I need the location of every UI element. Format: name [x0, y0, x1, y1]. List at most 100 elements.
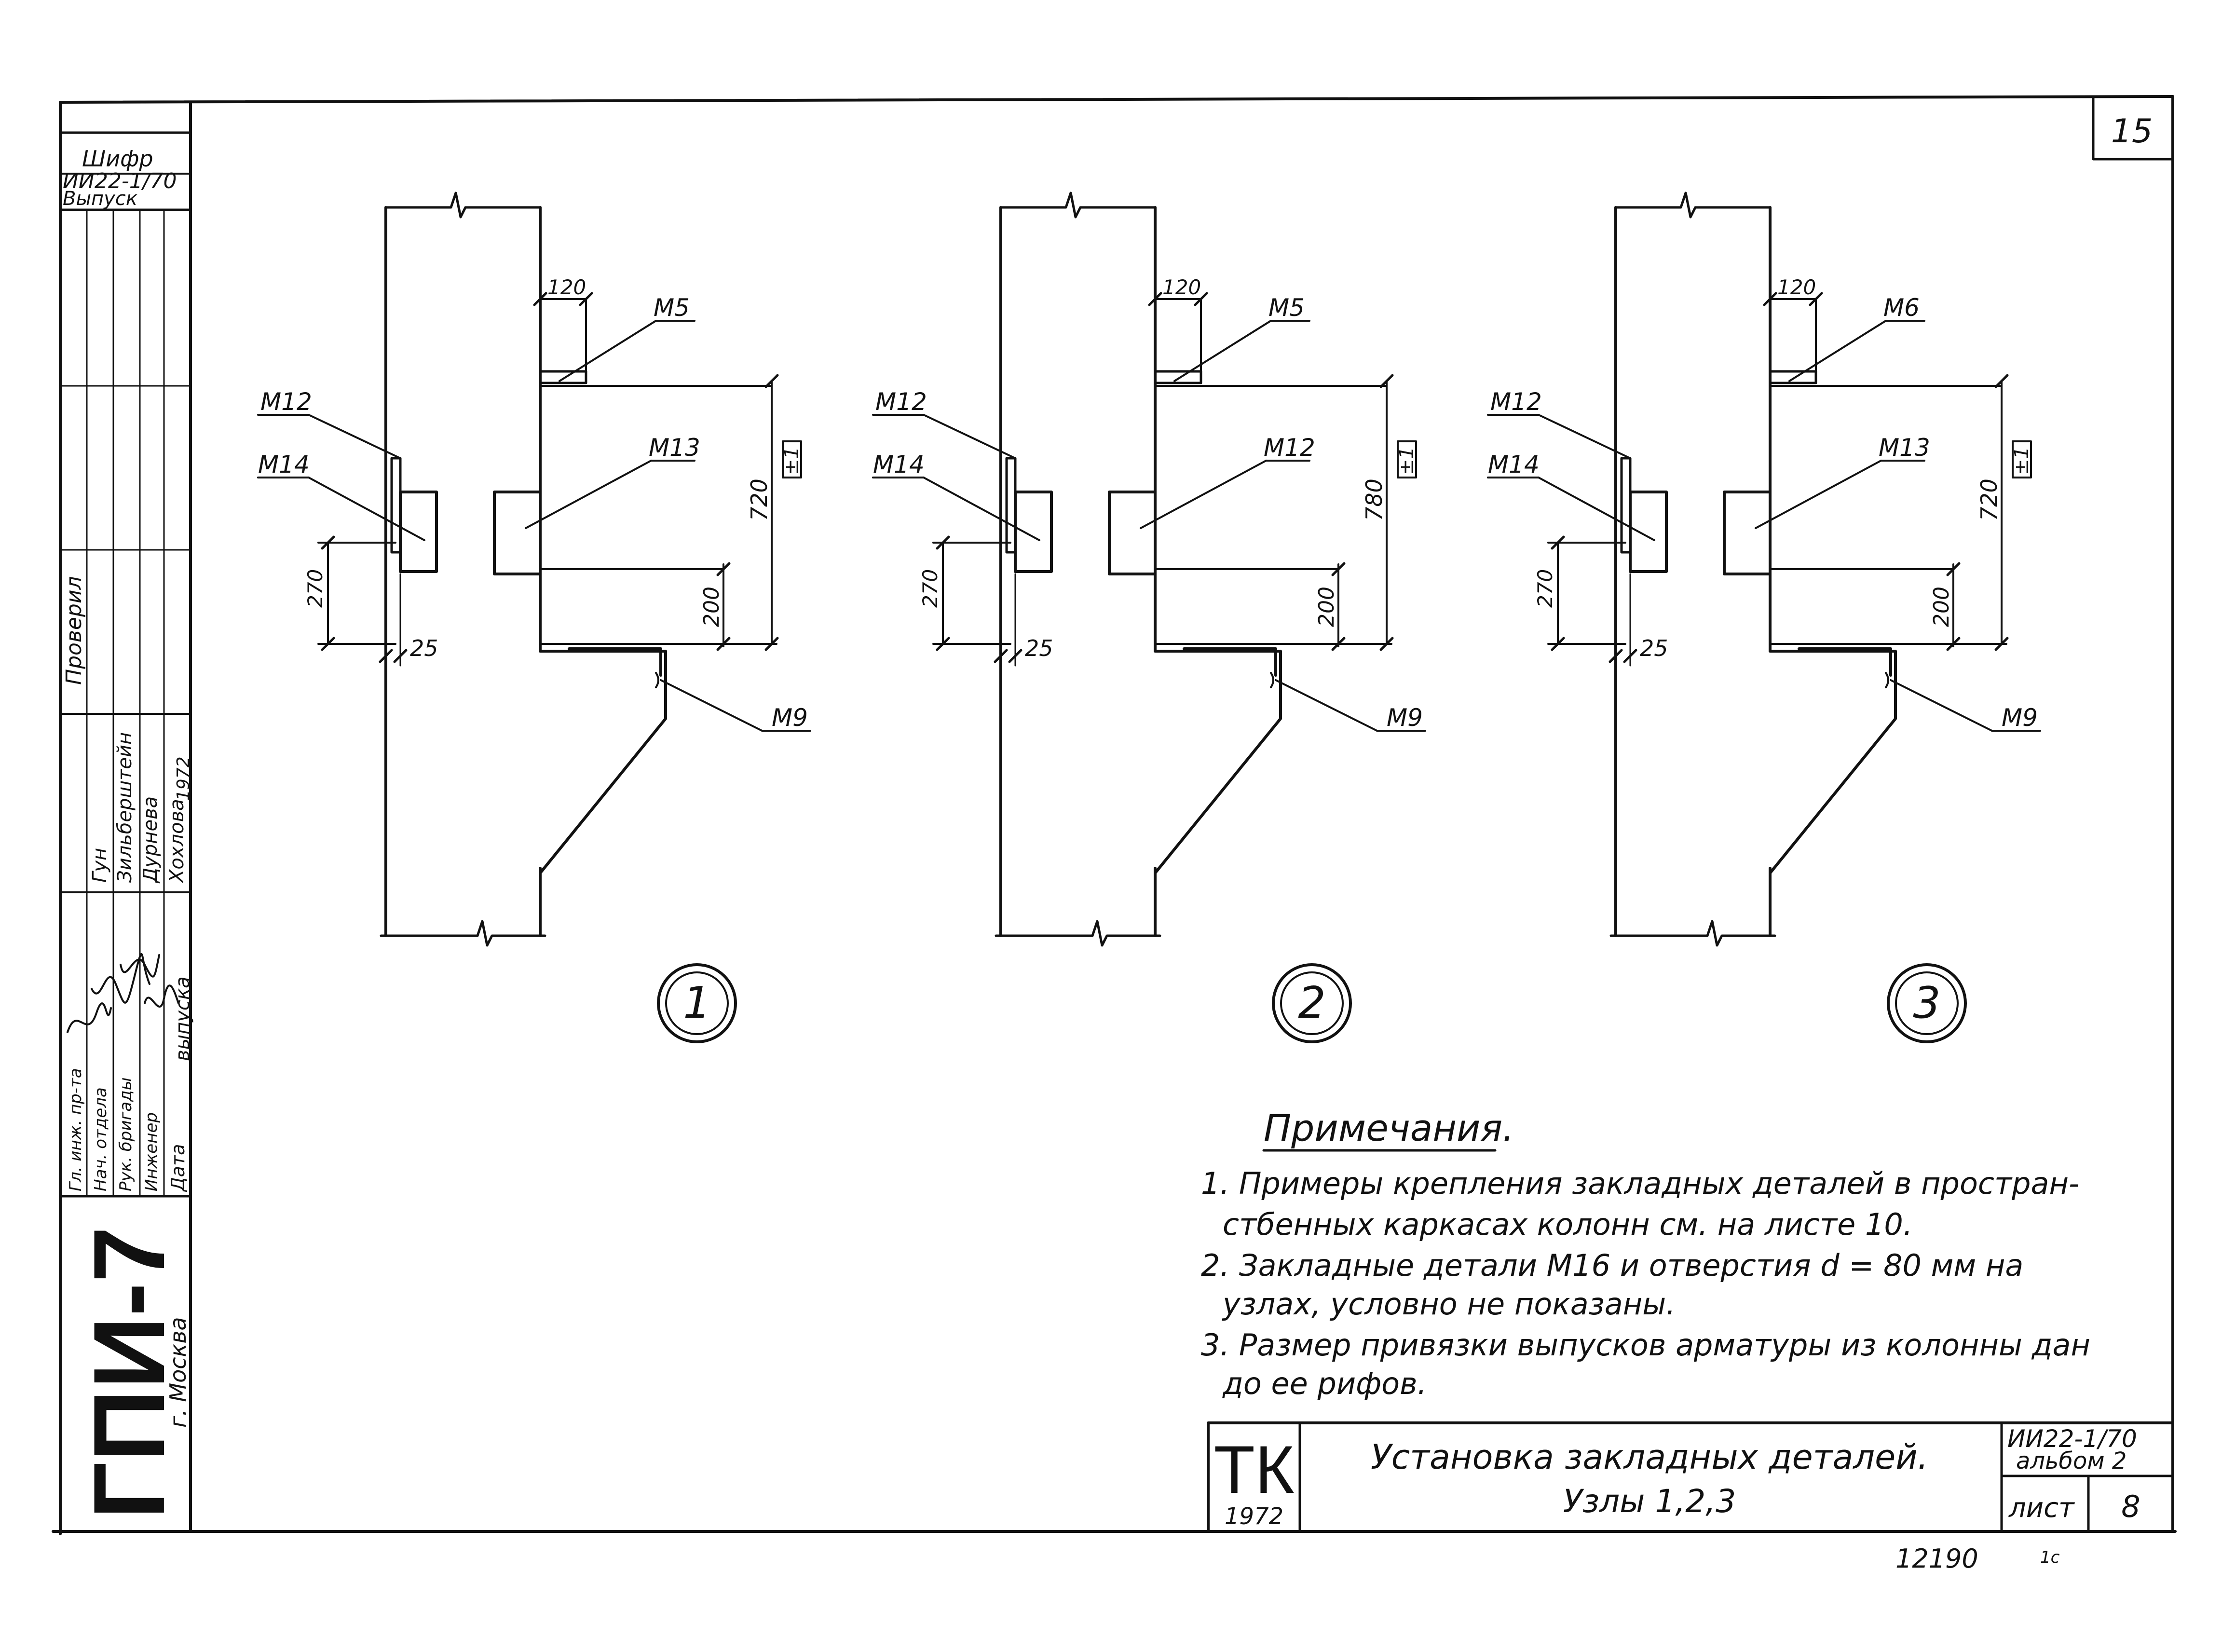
- note-line-1: 1. Примеры крепления закладных деталей в…: [1201, 1166, 2079, 1201]
- note-line-4: узлах, условно не показаны.: [1222, 1286, 1676, 1322]
- column-top-break: [384, 191, 542, 218]
- dimension-tick: [716, 562, 731, 576]
- title-sub: Узлы 1,2,3: [1563, 1483, 1736, 1520]
- dim-left-height: 270: [1533, 569, 1557, 608]
- title-main: Установка закладных деталей.: [1371, 1437, 1928, 1477]
- rebar-tip: [655, 672, 659, 688]
- console-outline: [1154, 650, 1282, 874]
- dimension-tick: [321, 535, 335, 550]
- dim-height: 780: [1361, 478, 1387, 521]
- label-inner-plate: М14: [873, 451, 925, 478]
- leader-line: [1173, 320, 1272, 382]
- node-circle: [1272, 963, 1352, 1043]
- tolerance-box: [1397, 440, 1417, 478]
- dimension-tick: [936, 535, 950, 550]
- leader-line: [660, 679, 763, 732]
- rebar-tip: [1270, 672, 1274, 688]
- cipher-value: ИИ22-1/70: [63, 169, 177, 193]
- dimension-tick: [379, 649, 393, 663]
- console-outline: [539, 650, 667, 874]
- dim-lower: 200: [699, 587, 724, 627]
- dimension-tick: [1379, 637, 1394, 651]
- notes: Примечания. 1. Примеры крепления закладн…: [1201, 1106, 2090, 1401]
- dimension-tick: [1551, 535, 1565, 550]
- title-code: ИИ22-1/70: [2007, 1425, 2137, 1453]
- node-circle: [657, 963, 737, 1043]
- leader-line: [1140, 460, 1267, 529]
- column-bottom-break: [995, 920, 1161, 947]
- cipher-label: Шифр: [82, 146, 153, 172]
- name-4: Хохлова: [166, 799, 188, 884]
- dimension-tick: [1609, 649, 1623, 663]
- role-2: Нач. отдела: [91, 1087, 110, 1191]
- dimension-tick: [1994, 637, 2009, 651]
- label-bracket: М13: [1879, 434, 1930, 462]
- dimension-tick: [1148, 292, 1162, 306]
- dim-tolerance: ±1: [781, 447, 803, 475]
- dim-lower: 200: [1314, 587, 1339, 627]
- inner-plate: [399, 491, 438, 573]
- inner-plate: [1014, 491, 1053, 573]
- leader-line: [559, 320, 657, 382]
- dim-left-width: 25: [1640, 635, 1668, 661]
- dimension-tick: [1946, 637, 1961, 651]
- node-circle-inner: [1895, 971, 1959, 1035]
- tolerance-box: [2012, 440, 2032, 478]
- top-plate: [539, 370, 587, 384]
- label-outer-plate: М12: [875, 388, 927, 416]
- name-1: Гун: [89, 848, 111, 883]
- label-rebar: М9: [2002, 704, 2038, 732]
- issue-label: Выпуск: [63, 188, 137, 210]
- dimension-tick: [936, 637, 950, 651]
- dim-left-width: 25: [410, 635, 438, 661]
- checked-label: Проверил: [62, 576, 86, 685]
- name-5: 1972: [174, 756, 193, 801]
- column-top-break: [1614, 191, 1772, 218]
- label-inner-plate: М14: [258, 451, 310, 478]
- bracket-block: [1108, 491, 1157, 575]
- dim-top-offset: 120: [1777, 275, 1816, 299]
- dim-lower: 200: [1929, 587, 1954, 627]
- node-circle: [1887, 963, 1967, 1043]
- name-2: Зильберштейн: [114, 732, 136, 883]
- dimension-tick: [1946, 562, 1961, 576]
- dim-left-width: 25: [1025, 635, 1053, 661]
- column-bottom-break: [1609, 920, 1776, 947]
- dim-height: 720: [1976, 478, 2002, 521]
- label-rebar: М9: [1387, 704, 1423, 732]
- column-top-break: [999, 191, 1157, 218]
- dim-left-height: 270: [303, 569, 327, 608]
- footer-number: 12190: [1895, 1543, 1978, 1574]
- dimension-tick: [1809, 292, 1823, 306]
- dim-top-offset: 120: [1162, 275, 1201, 299]
- note-line-6: до ее рифов.: [1222, 1366, 1427, 1401]
- sheet-number: 15: [2111, 112, 2153, 150]
- nodes-group: 720±120012027025М5М12М14М13М91780±120012…: [257, 191, 2041, 1043]
- leader-line: [1538, 477, 1655, 541]
- leader-line: [1538, 414, 1631, 459]
- column-bottom-break: [380, 920, 546, 947]
- dimension-tick: [764, 374, 779, 388]
- label-outer-plate: М12: [260, 388, 312, 416]
- label-outer-plate: М12: [1490, 388, 1542, 416]
- role-3: Рук. бригады: [116, 1078, 136, 1191]
- issue-word: выпуска: [172, 976, 194, 1061]
- node-number: 2: [1298, 978, 1325, 1028]
- title-mark: ТК: [1213, 1432, 1294, 1507]
- note-line-3: 2. Закладные детали М16 и отверстия d = …: [1201, 1248, 2023, 1283]
- label-top-plate: М6: [1883, 294, 1920, 322]
- top-plate: [1769, 370, 1817, 384]
- dimension-tick: [579, 292, 593, 306]
- label-inner-plate: М14: [1488, 451, 1540, 478]
- dimension-tick: [994, 649, 1008, 663]
- title-sheet-value: 8: [2121, 1489, 2140, 1524]
- leader-line: [1788, 320, 1887, 382]
- dim-tolerance: ±1: [2011, 447, 2033, 475]
- dimension-tick: [393, 649, 408, 663]
- title-album: альбом 2: [2016, 1447, 2127, 1475]
- role-4: Инженер: [142, 1112, 161, 1191]
- rebar-hook: [1183, 647, 1277, 677]
- signatures: [67, 953, 179, 1033]
